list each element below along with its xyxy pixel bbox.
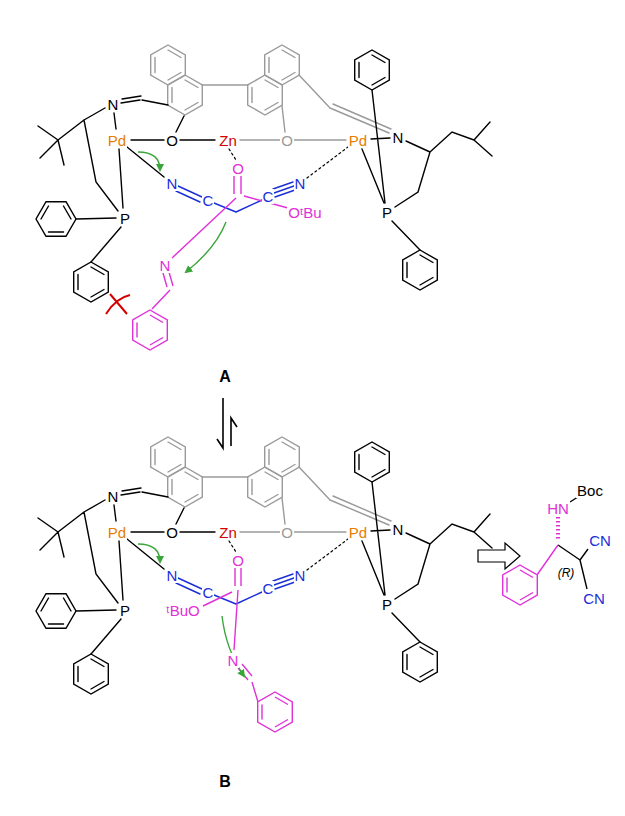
atom-label: P	[119, 603, 131, 618]
atom-label: Pd	[348, 133, 368, 148]
imine-bonds-a	[152, 176, 288, 309]
product-label: Boc	[576, 483, 604, 498]
atom-label: N	[107, 489, 120, 504]
electron-arrows	[138, 152, 160, 170]
product-label: CN	[582, 591, 606, 606]
product-bonds	[537, 545, 558, 575]
atom-label: OᵗBu	[287, 205, 322, 220]
steric-clash	[106, 294, 130, 314]
atom-label: Pd	[107, 133, 127, 148]
atom-label: N	[392, 522, 405, 537]
atom-label: C	[202, 585, 215, 600]
atom-label: C	[262, 189, 275, 204]
product-label: HN	[546, 501, 570, 516]
atom-label: O	[165, 525, 179, 540]
catalyst-structure-a	[31, 45, 492, 302]
atom-label: C	[202, 193, 215, 208]
atom-label: C	[262, 581, 275, 596]
atom-label: Pd	[107, 525, 127, 540]
structure-label: A	[218, 369, 232, 385]
stereo-label: (R)	[557, 567, 576, 579]
hashed-bond	[556, 517, 560, 541]
atom-label: O	[231, 553, 245, 568]
atom-label: P	[381, 205, 393, 220]
phenyl-ring	[133, 310, 168, 350]
atom-label: N	[166, 176, 179, 191]
atom-label: Pd	[348, 525, 368, 540]
atom-label: P	[119, 211, 131, 226]
phenyl-ring	[503, 565, 538, 605]
atom-label: N	[166, 568, 179, 583]
atom-label: ᵗBuO	[165, 603, 200, 618]
atom-label: O	[231, 161, 245, 176]
atom-label: O	[165, 133, 179, 148]
structure-label: B	[218, 774, 232, 790]
phenyl-ring	[258, 692, 293, 732]
electron-arrows	[186, 222, 226, 272]
atom-label: N	[294, 568, 307, 583]
atom-label: N	[392, 130, 405, 145]
atom-label: Zn	[218, 525, 238, 540]
atom-label: O	[280, 525, 294, 540]
atom-label: N	[227, 653, 240, 668]
catalyst-structure-b	[31, 437, 492, 694]
atom-label: N	[159, 258, 172, 273]
atom-label: O	[280, 133, 294, 148]
electron-arrows	[138, 544, 160, 562]
atom-label: N	[294, 176, 307, 191]
product-label: CN	[588, 533, 612, 548]
atom-label: Zn	[218, 133, 238, 148]
equilibrium-arrow	[217, 398, 237, 448]
electron-arrows	[222, 616, 244, 676]
atom-label: N	[107, 97, 120, 112]
atom-label: P	[381, 597, 393, 612]
product-arrow	[478, 543, 520, 569]
